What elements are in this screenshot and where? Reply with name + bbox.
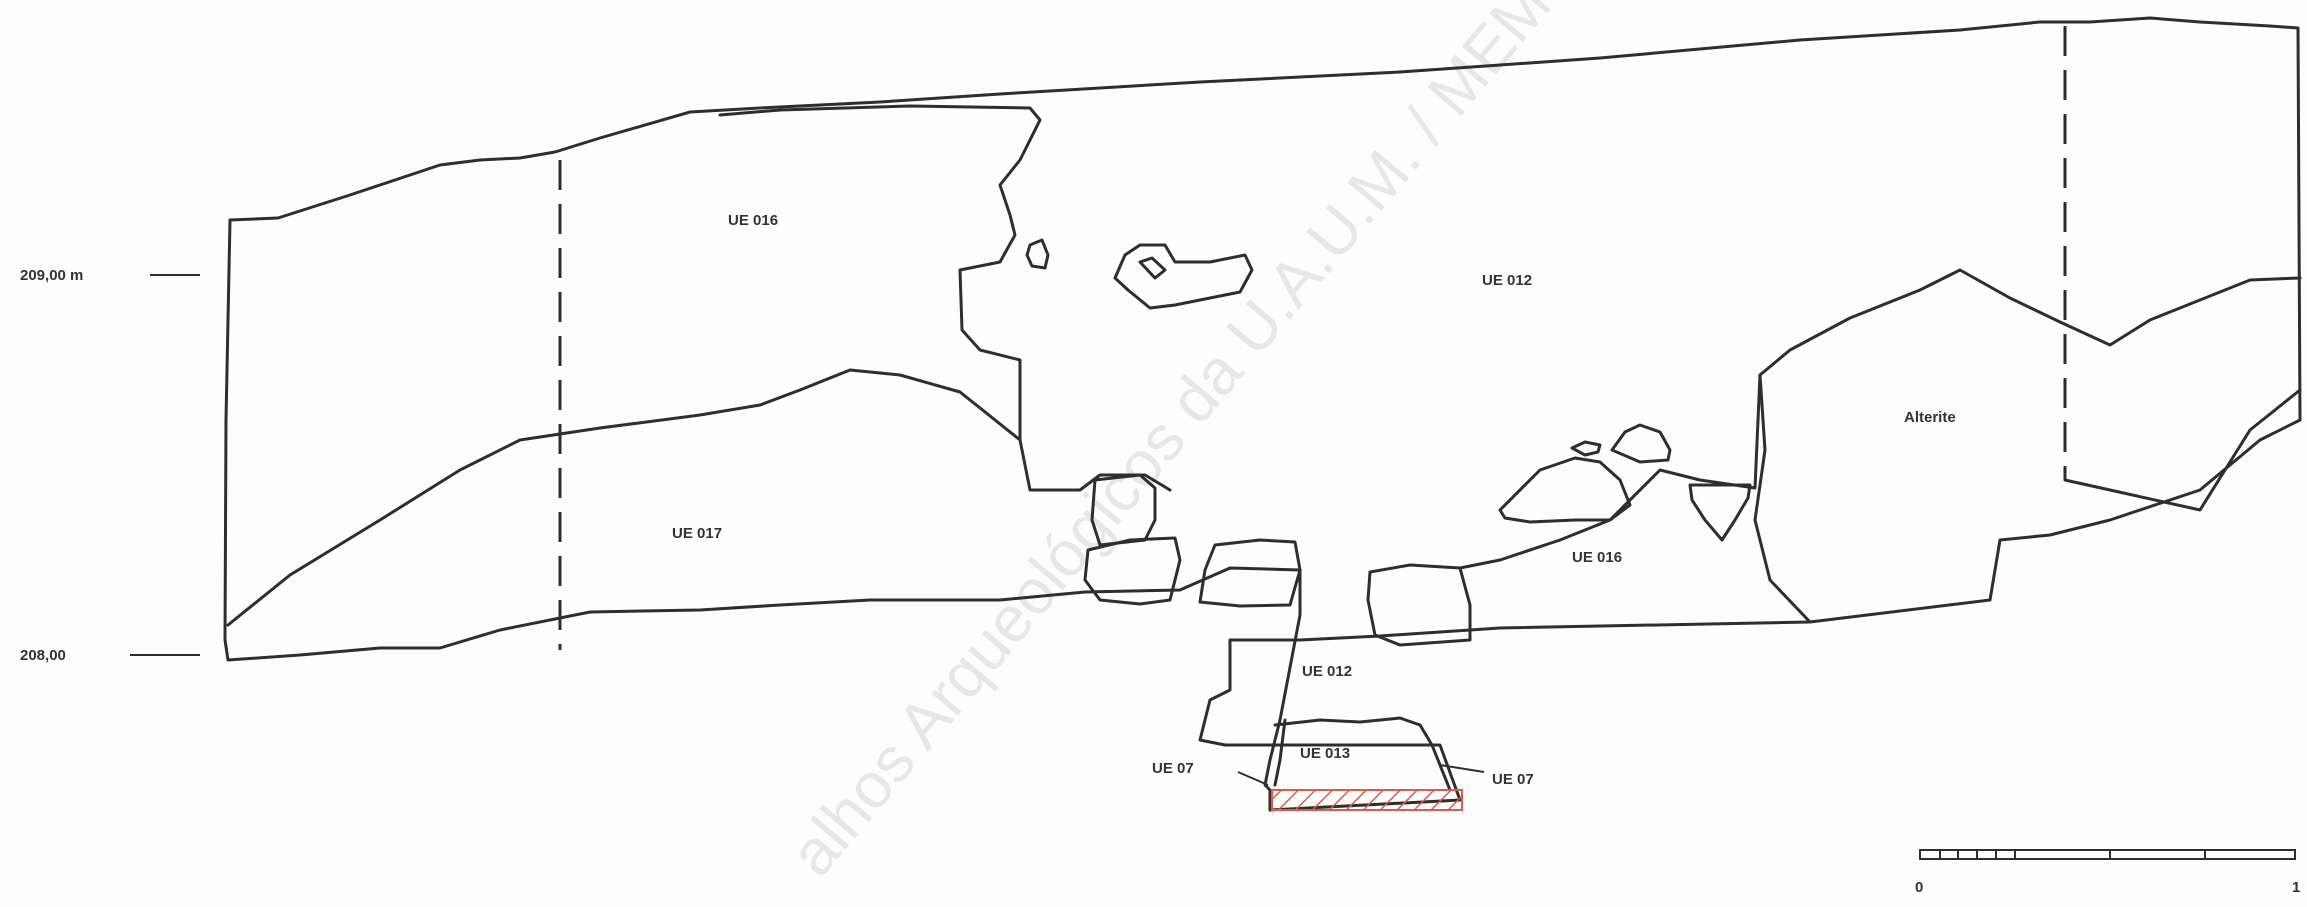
label-alterite: Alterite [1904, 409, 1956, 426]
boundary-ue07-right [1418, 723, 1452, 792]
scale-bar: 0 1 [1915, 849, 2300, 896]
boundary-alterite-top [1758, 268, 2302, 377]
boundary-alterite-lower [2063, 388, 2302, 512]
stone-cluster-top-b [1138, 256, 1167, 280]
scale-bar-frame [1919, 849, 2296, 860]
label-ue07-right: UE 07 [1492, 771, 1534, 788]
stone-mid-a [1090, 473, 1157, 547]
watermark-text: alhos Arqueológicos da U.A.U.M. / MEMO [776, 0, 1597, 889]
boundary-ue07-left [1273, 718, 1287, 787]
label-ue017: UE 017 [672, 525, 722, 542]
label-ue016-right: UE 016 [1572, 549, 1622, 566]
scale-label-start: 0 [1915, 879, 1923, 896]
label-ue07-left: UE 07 [1152, 760, 1194, 777]
stone-mid-c [1198, 538, 1302, 608]
stone-mid-b [1083, 536, 1182, 606]
leader-ue07-left [1237, 771, 1269, 786]
boundary-alterite-left [1753, 373, 1812, 624]
stone-cluster-top [1113, 243, 1254, 310]
label-ue012-trench: UE 012 [1302, 663, 1352, 680]
boundary-ue016-ue012 [718, 104, 1172, 492]
label-ue016-top: UE 016 [728, 212, 778, 229]
label-ue012-main: UE 012 [1482, 272, 1532, 289]
label-ue013: UE 013 [1300, 745, 1350, 762]
stone-right-d [1610, 423, 1672, 464]
elevation-label-upper: 209,00 m [20, 267, 83, 284]
stone-right-b [1498, 456, 1632, 524]
scale-label-end: 1 [2292, 879, 2300, 896]
elevation-label-lower: 208,00 [20, 647, 66, 664]
stone-right-a [1366, 563, 1472, 647]
leader-ue07-right [1439, 764, 1485, 773]
stone-right-c [1570, 440, 1602, 457]
section-outline [223, 16, 2302, 812]
boundary-ue016-right [1458, 373, 1762, 570]
boundary-ue016-ue017 [226, 368, 1022, 627]
boundary-ue013-top [1273, 716, 1422, 727]
stone-right-e [1688, 483, 1752, 542]
stone-small-a [1025, 238, 1050, 270]
hatched-base [1271, 789, 1463, 811]
